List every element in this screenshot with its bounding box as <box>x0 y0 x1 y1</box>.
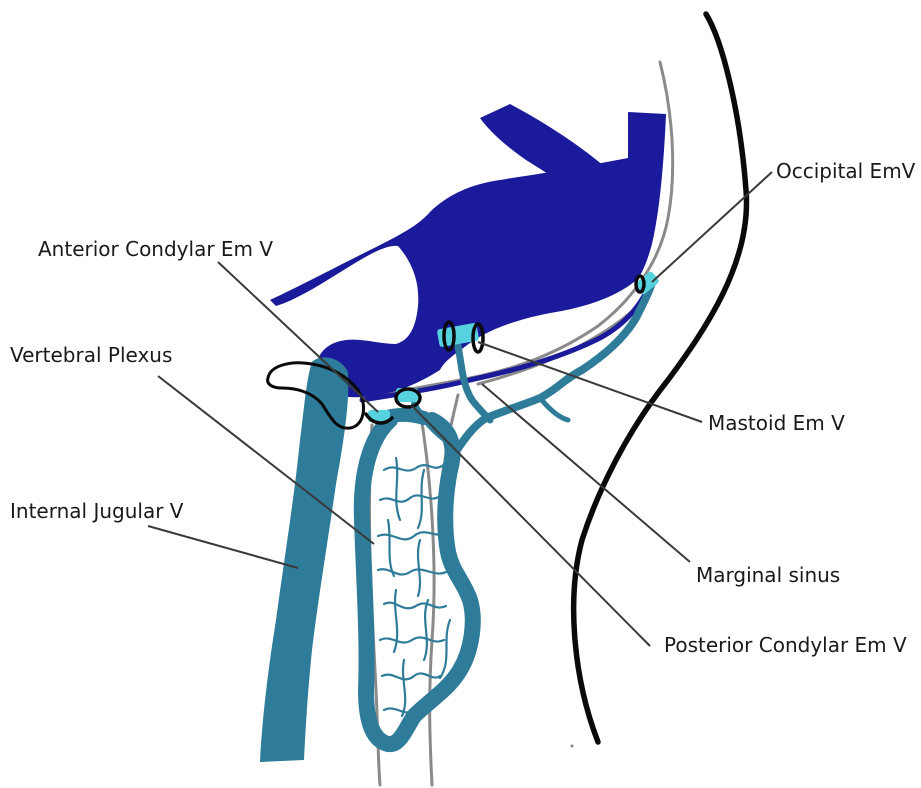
leader-occipital <box>652 172 772 282</box>
occipital-vein-branch[interactable] <box>540 398 568 420</box>
label-anterior-condylar: Anterior Condylar Em V <box>38 237 273 261</box>
label-internal-jugular: Internal Jugular V <box>10 499 184 523</box>
label-marginal-sinus: Marginal sinus <box>696 563 840 587</box>
label-occipital-emv: Occipital EmV <box>776 159 916 183</box>
label-mastoid: Mastoid Em V <box>708 411 845 435</box>
label-vertebral-plexus: Vertebral Plexus <box>10 343 172 367</box>
plexus-network <box>378 458 450 716</box>
vertebral-plexus-outer[interactable] <box>362 420 473 744</box>
leader-internal-jugular <box>148 526 298 568</box>
internal-jugular-vein[interactable] <box>260 357 348 762</box>
artifact-dot <box>571 745 574 748</box>
label-posterior-condylar: Posterior Condylar Em V <box>664 633 907 657</box>
